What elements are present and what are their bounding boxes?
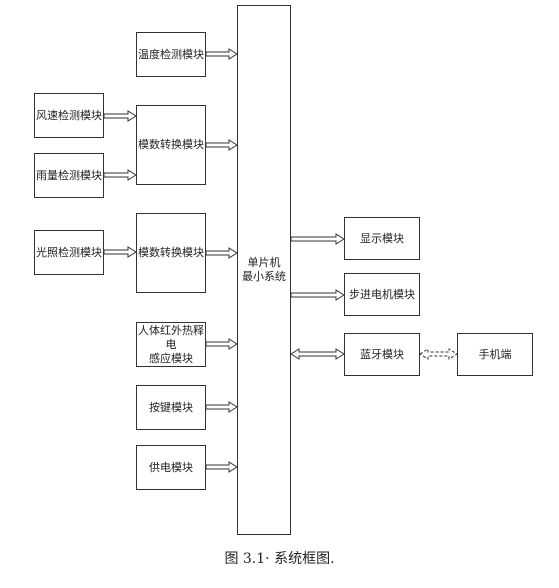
display-module: 显示模块 xyxy=(344,217,420,260)
mcu-minimum-system: 单片机 最小系统 xyxy=(237,5,291,535)
display-module-label: 显示模块 xyxy=(360,231,404,245)
figure-caption: 图 3.1· 系统框图. xyxy=(224,551,335,567)
wind-speed-module: 风速检测模块 xyxy=(34,93,104,138)
temperature-module-label: 温度检测模块 xyxy=(138,47,204,61)
keys-module-label: 按键模块 xyxy=(149,400,193,414)
arrow-power-to-mcu xyxy=(205,461,238,473)
adc-module-2: 模数转换模块 xyxy=(136,213,206,293)
arrow-temperature-to-mcu xyxy=(205,48,238,60)
arrow-adc2-to-mcu xyxy=(205,247,238,259)
light-module-label: 光照检测模块 xyxy=(36,245,102,259)
mcu-label-line1: 单片机 xyxy=(247,256,281,269)
bluetooth-module: 蓝牙模块 xyxy=(344,333,420,376)
rainfall-module: 雨量检测模块 xyxy=(34,153,104,198)
stepper-motor-module-label: 步进电机模块 xyxy=(349,287,415,301)
pir-sensor-module: 人体红外热释电 感应模块 xyxy=(136,322,206,367)
arrow-light-to-adc xyxy=(103,246,137,258)
wind-speed-module-label: 风速检测模块 xyxy=(36,108,102,122)
adc-module-1: 模数转换模块 xyxy=(136,105,206,185)
power-module: 供电模块 xyxy=(136,445,206,490)
pir-sensor-label-line1: 人体红外热释电 xyxy=(138,323,204,351)
adc-module-2-label: 模数转换模块 xyxy=(138,246,204,259)
arrow-wind-to-adc xyxy=(103,110,137,122)
pir-sensor-label-line2: 感应模块 xyxy=(149,351,193,365)
adc-module-1-label: 模数转换模块 xyxy=(138,138,204,151)
bluetooth-module-label: 蓝牙模块 xyxy=(360,347,404,361)
rainfall-module-label: 雨量检测模块 xyxy=(36,168,102,182)
arrow-rain-to-adc xyxy=(103,169,137,181)
arrow-mcu-to-stepper xyxy=(290,289,345,301)
arrow-keys-to-mcu xyxy=(205,401,238,413)
keys-module: 按键模块 xyxy=(136,385,206,430)
arrow-pir-to-mcu xyxy=(205,338,238,350)
arrow-mcu-bluetooth-bidirectional xyxy=(290,348,345,360)
arrow-bluetooth-phone-wireless xyxy=(419,348,458,360)
phone-terminal-label: 手机端 xyxy=(478,347,512,361)
light-module: 光照检测模块 xyxy=(34,230,104,275)
phone-terminal: 手机端 xyxy=(457,333,533,376)
mcu-label-line2: 最小系统 xyxy=(242,270,286,283)
arrow-mcu-to-display xyxy=(290,233,345,245)
temperature-module: 温度检测模块 xyxy=(136,32,206,77)
arrow-adc1-to-mcu xyxy=(205,139,238,151)
power-module-label: 供电模块 xyxy=(149,460,193,474)
stepper-motor-module: 步进电机模块 xyxy=(344,273,420,316)
